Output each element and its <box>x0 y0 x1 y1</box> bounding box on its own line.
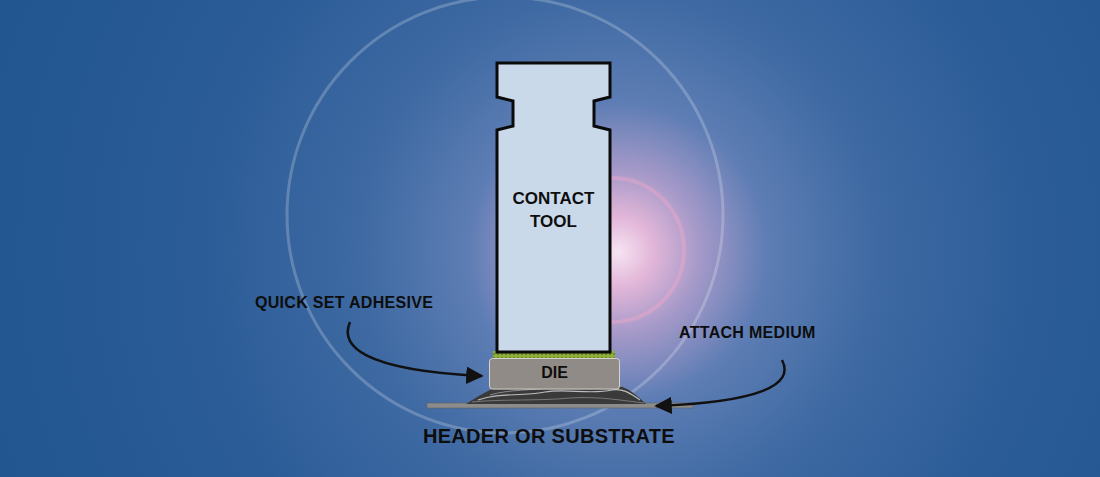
callout-label: ATTACH MEDIUM <box>679 324 816 342</box>
callout-label: QUICK SET ADHESIVE <box>255 294 433 312</box>
die: DIE <box>489 358 620 390</box>
part-name: CONTACT TOOL <box>503 188 604 234</box>
attach-medium-texture <box>472 398 644 403</box>
glow-ring <box>287 0 723 433</box>
contact-tool: CONTACT TOOL <box>497 63 610 352</box>
base-caption: HEADER OR SUBSTRATE <box>423 425 675 448</box>
leader-arrow <box>656 360 785 406</box>
leader-arrow <box>348 322 482 376</box>
part-name: DIE <box>495 362 614 384</box>
